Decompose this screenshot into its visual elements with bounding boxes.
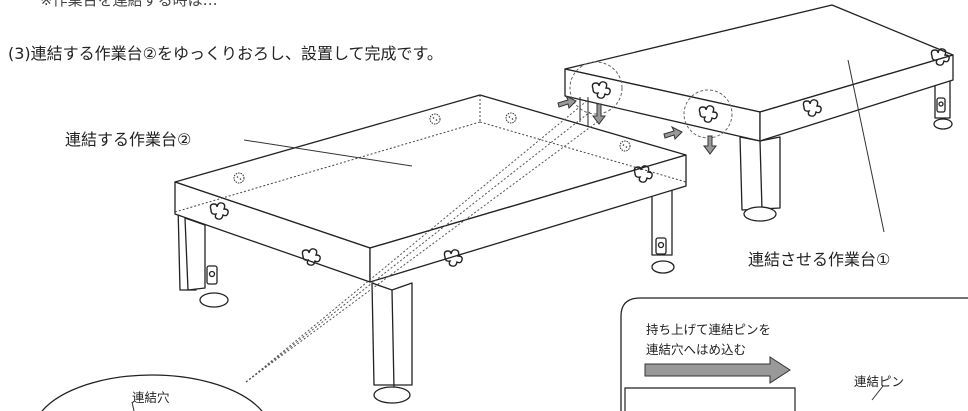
work-table-2 <box>174 94 687 404</box>
label-table-2: 連結する作業台② <box>65 130 192 149</box>
connecting-hole-icon <box>233 172 245 184</box>
zoom-lines <box>245 99 601 383</box>
step-instruction: (3)連結する作業台②をゆっくりおろし、設置して完成です。 <box>8 44 443 63</box>
connecting-hole-icon <box>619 140 631 152</box>
table-2-guides <box>174 95 687 213</box>
connecting-hole-icon <box>505 112 517 124</box>
label-pin: 連結ピン <box>854 374 905 389</box>
label-table-1: 連結させる作業台① <box>748 250 891 269</box>
leader-lines <box>243 59 885 401</box>
callout-line-2: 連結穴へはめ込む <box>646 342 747 357</box>
callout-text: 持ち上げて連結ピンを 連結穴へはめ込む <box>646 320 771 360</box>
insert-arrow-icon <box>557 94 683 140</box>
top-cut-text: ※作業台を連結する時は… <box>40 0 218 9</box>
label-hole: 連結穴 <box>132 390 170 405</box>
guide-lines <box>579 97 589 126</box>
connecting-hole-icon <box>429 113 441 125</box>
down-arrow-icon <box>592 103 717 155</box>
callout-box <box>620 297 968 411</box>
detail-circle <box>41 374 263 411</box>
callout-line-1: 持ち上げて連結ピンを <box>646 322 772 337</box>
callout-inner-box <box>624 387 796 411</box>
joint-highlight <box>569 61 623 115</box>
work-table-1 <box>564 4 954 222</box>
hole-leader <box>131 401 135 411</box>
insert-arrow-icon <box>644 356 791 384</box>
